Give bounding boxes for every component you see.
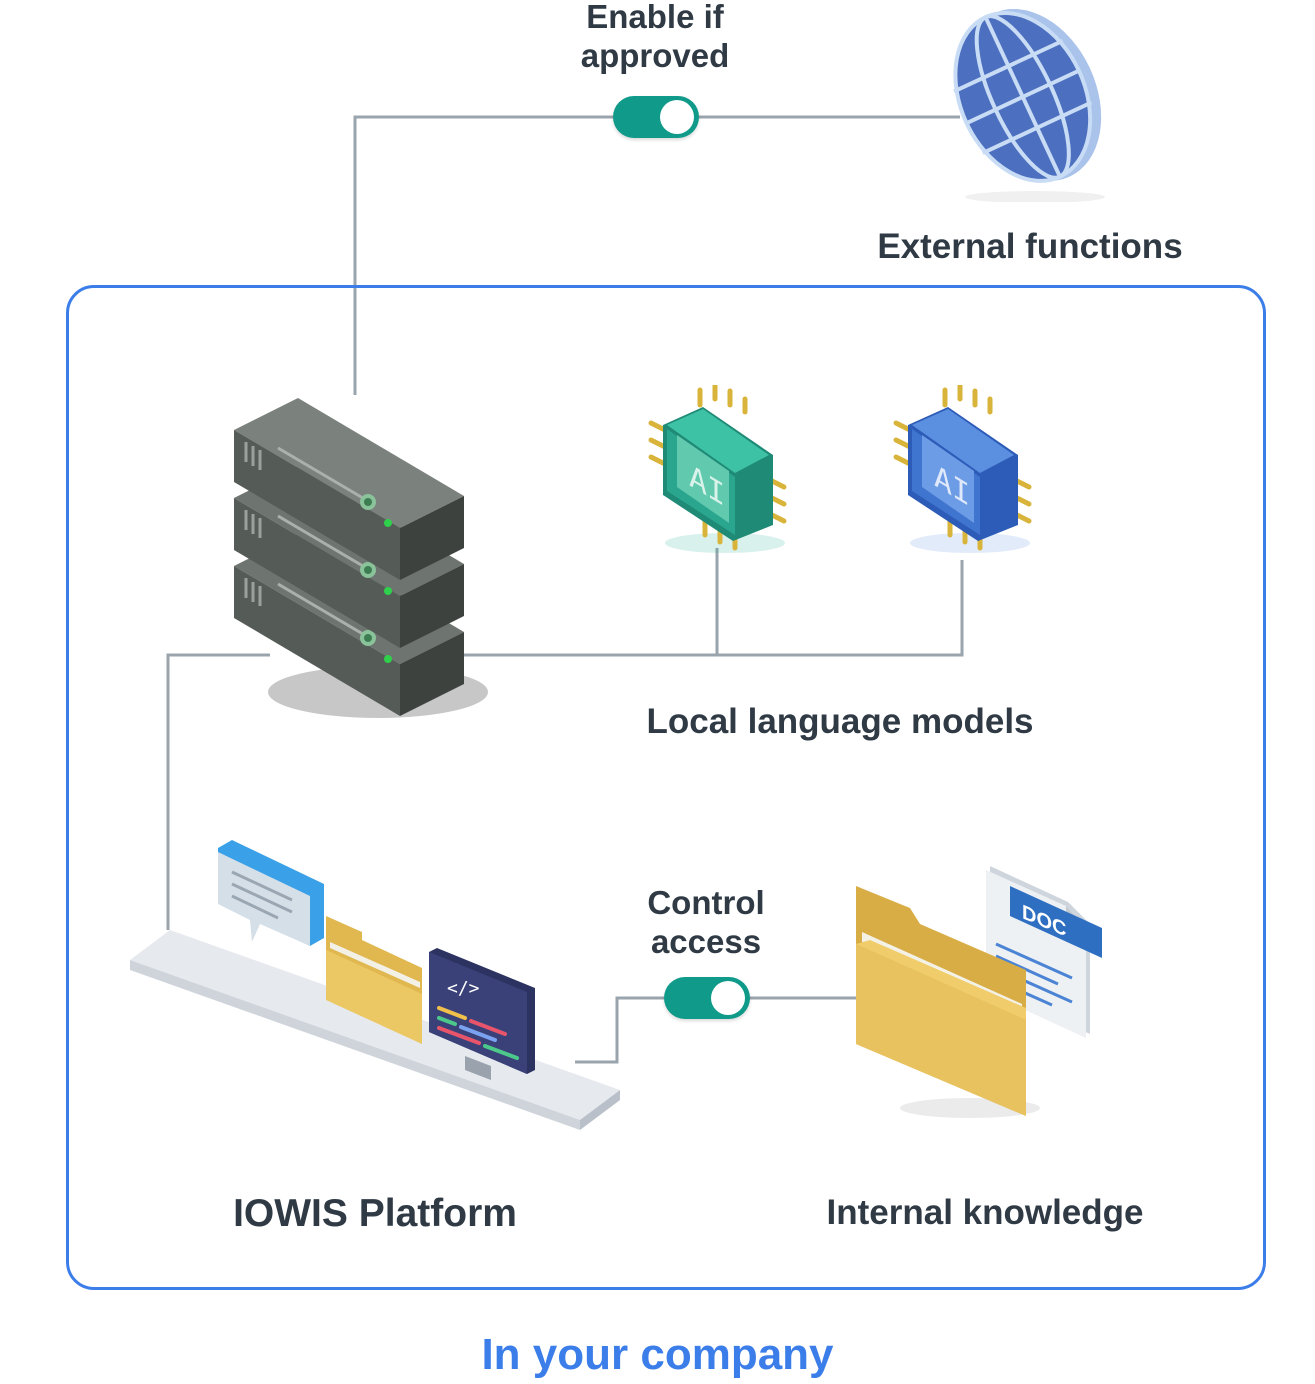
folder-icon [326,916,422,1044]
globe-icon [953,9,1105,202]
code-monitor-icon: </> [429,948,535,1080]
code-glyph: </> [447,978,480,999]
toggle-internal-label: Control access [647,884,765,960]
toggle-external-label: Enable if approved [580,0,730,74]
local-language-models-label: Local language models [646,702,1034,741]
chat-bubble-icon [218,840,324,946]
toggle-knob [711,981,745,1015]
ai-chip-green-icon: AI [648,385,787,553]
external-functions-label: External functions [877,227,1183,266]
company-caption: In your company [481,1330,834,1379]
company-boundary [66,285,1266,1290]
connector-server-to-models [440,560,964,657]
toggle-knob [660,100,694,134]
iowis-platform-label: IOWIS Platform [233,1192,517,1235]
connector-platform-to-toggle [575,996,664,1064]
toggle-internal-switch[interactable] [664,977,750,1019]
connector-server-to-toggle [353,115,615,395]
ai-chip-blue-icon: AI [893,385,1032,553]
internal-knowledge-label: Internal knowledge [826,1193,1144,1232]
connector-server-to-platform [166,653,270,930]
toggle-external-switch[interactable] [613,96,699,138]
knowledge-folder-icon [856,886,1040,1118]
platform-shelf [130,930,620,1130]
server-rack-icon [234,398,488,718]
